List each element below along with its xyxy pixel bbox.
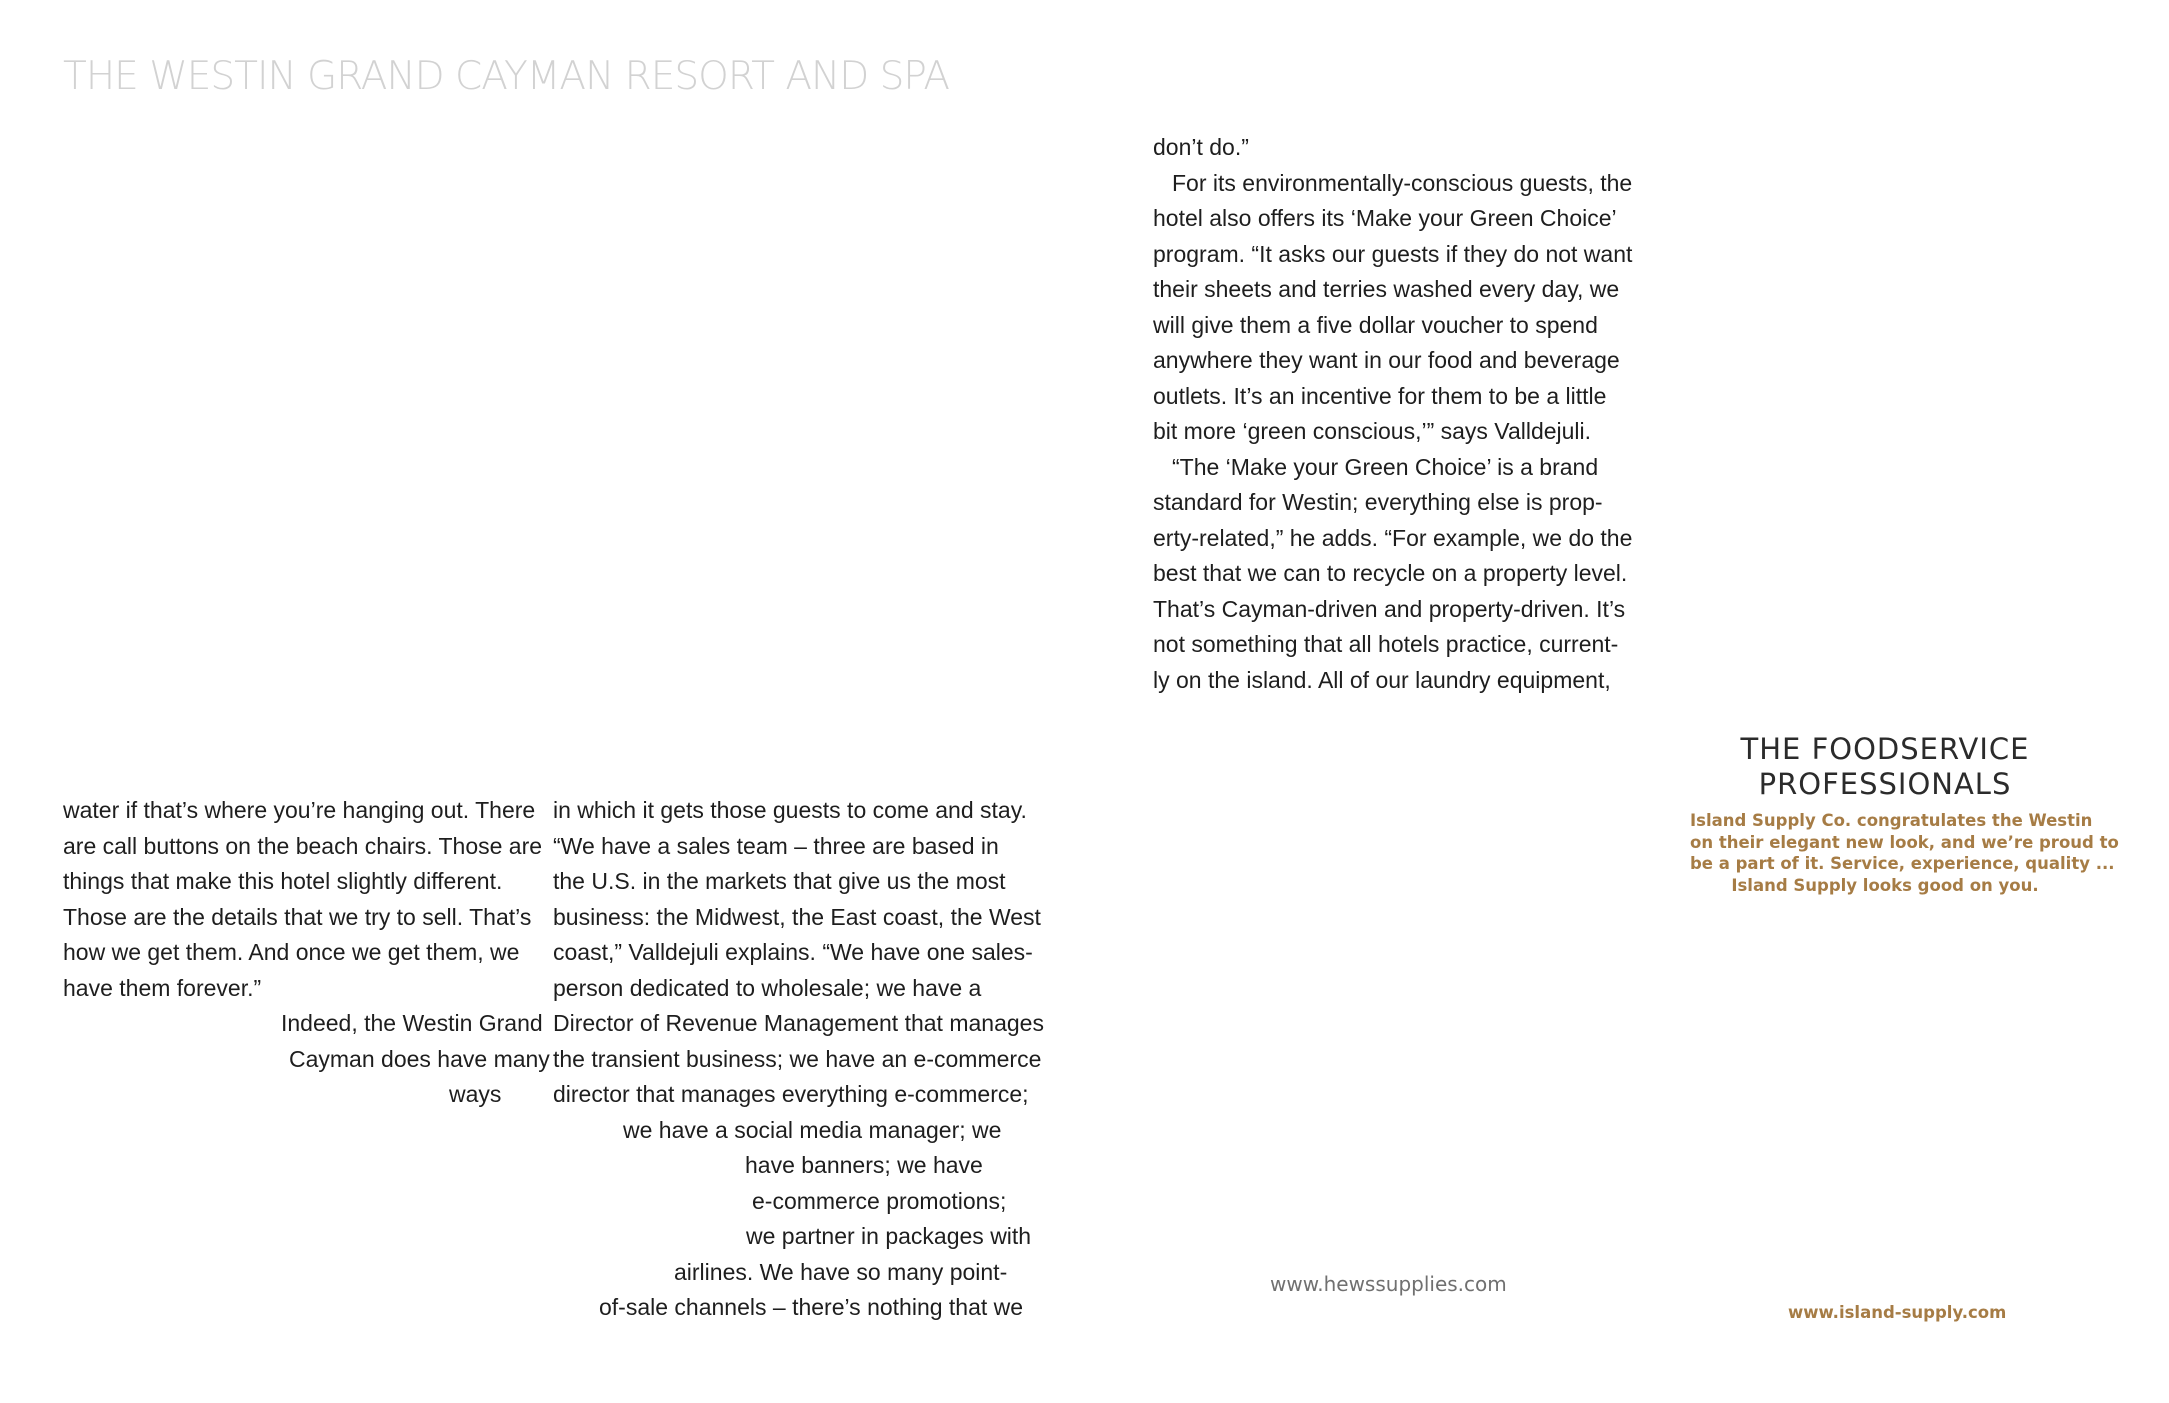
article-line: person dedicated to wholesale; we have a xyxy=(553,974,982,1001)
article-column-1: water if that’s where you’re hanging out… xyxy=(63,793,550,1113)
article-line: coast,” Valldejuli explains. “We have on… xyxy=(553,939,1033,965)
article-line: not something that all hotels practice, … xyxy=(1153,631,1619,657)
article-line: water if that’s where you’re hanging out… xyxy=(63,797,536,823)
article-line: ways xyxy=(449,1081,502,1107)
article-line: best that we can to recycle on a propert… xyxy=(1153,560,1628,586)
article-line: Indeed, the Westin Grand xyxy=(281,1010,543,1036)
article-line: anywhere they want in our food and bever… xyxy=(1153,347,1620,373)
article-line: Those are the details that we try to sel… xyxy=(63,903,532,930)
article-line: have banners; we have xyxy=(745,1152,983,1178)
hews-supplies-link[interactable]: www.hewssupplies.com xyxy=(1270,1272,1507,1296)
article-line: erty-related,” he adds. “For example, we… xyxy=(1153,524,1633,551)
article-line: airlines. We have so many point- xyxy=(674,1258,1008,1285)
article-column-3: don’t do.” For its environmentally-consc… xyxy=(1153,130,1633,698)
article-line: For its environmentally-conscious guests… xyxy=(1172,169,1633,196)
article-line: will give them a five dollar voucher to … xyxy=(1153,311,1598,338)
article-column-2: in which it gets those guests to come an… xyxy=(553,793,1044,1326)
article-line: standard for Westin; everything else is … xyxy=(1153,489,1603,515)
article-line: we partner in packages with xyxy=(746,1223,1032,1249)
article-line: program. “It asks our guests if they do … xyxy=(1153,240,1633,267)
ad-body-line: Island Supply Co. congratulates the West… xyxy=(1690,811,2093,830)
article-line: bit more ‘green conscious,’” says Vallde… xyxy=(1153,418,1592,444)
article-line: their sheets and terries washed every da… xyxy=(1153,276,1620,302)
article-line: how we get them. And once we get them, w… xyxy=(63,939,520,965)
ad-title-line: PROFESSIONALS xyxy=(1758,767,2012,801)
article-line: the U.S. in the markets that give us the… xyxy=(553,868,1006,894)
article-line: have them forever.” xyxy=(63,974,262,1001)
page-header-title: THE WESTIN GRAND CAYMAN RESORT AND SPA xyxy=(63,54,950,99)
article-line: That’s Cayman-driven and property-driven… xyxy=(1153,595,1626,622)
article-line: e-commerce promotions; xyxy=(752,1187,1007,1214)
article-line: director that manages everything e-comme… xyxy=(553,1081,1029,1107)
article-line: Cayman does have many xyxy=(289,1045,550,1072)
article-line: in which it gets those guests to come an… xyxy=(553,797,1027,823)
ad-body-line: be a part of it. Service, experience, qu… xyxy=(1690,854,2115,873)
article-line: hotel also offers its ‘Make your Green C… xyxy=(1153,205,1617,231)
article-line: ly on the island. All of our laundry equ… xyxy=(1153,666,1611,693)
ad-body-line: on their elegant new look, and we’re pro… xyxy=(1690,832,2119,852)
ad-title-line: THE FOODSERVICE xyxy=(1740,732,2030,766)
article-line: “We have a sales team – three are based … xyxy=(553,832,999,859)
article-line: are call buttons on the beach chairs. Th… xyxy=(63,832,543,859)
article-line: don’t do.” xyxy=(1153,134,1249,160)
article-line: Director of Revenue Management that mana… xyxy=(553,1010,1044,1036)
ad-title: THE FOODSERVICE PROFESSIONALS xyxy=(1690,732,2080,802)
ad-body: Island Supply Co. congratulates the West… xyxy=(1690,810,2119,896)
article-line: “The ‘Make your Green Choice’ is a brand xyxy=(1172,453,1599,480)
article-line: things that make this hotel slightly dif… xyxy=(63,868,503,894)
island-supply-ad: THE FOODSERVICE PROFESSIONALS Island Sup… xyxy=(1690,732,2119,896)
article-line: outlets. It’s an incentive for them to b… xyxy=(1153,382,1607,409)
article-line: business: the Midwest, the East coast, t… xyxy=(553,903,1041,930)
article-line: we have a social media manager; we xyxy=(623,1116,1002,1143)
article-line: of-sale channels – there’s nothing that … xyxy=(599,1294,1024,1320)
island-supply-link[interactable]: www.island-supply.com xyxy=(1788,1303,2007,1322)
article-line: the transient business; we have an e-com… xyxy=(553,1045,1042,1072)
ad-body-line: Island Supply looks good on you. xyxy=(1731,875,2039,895)
